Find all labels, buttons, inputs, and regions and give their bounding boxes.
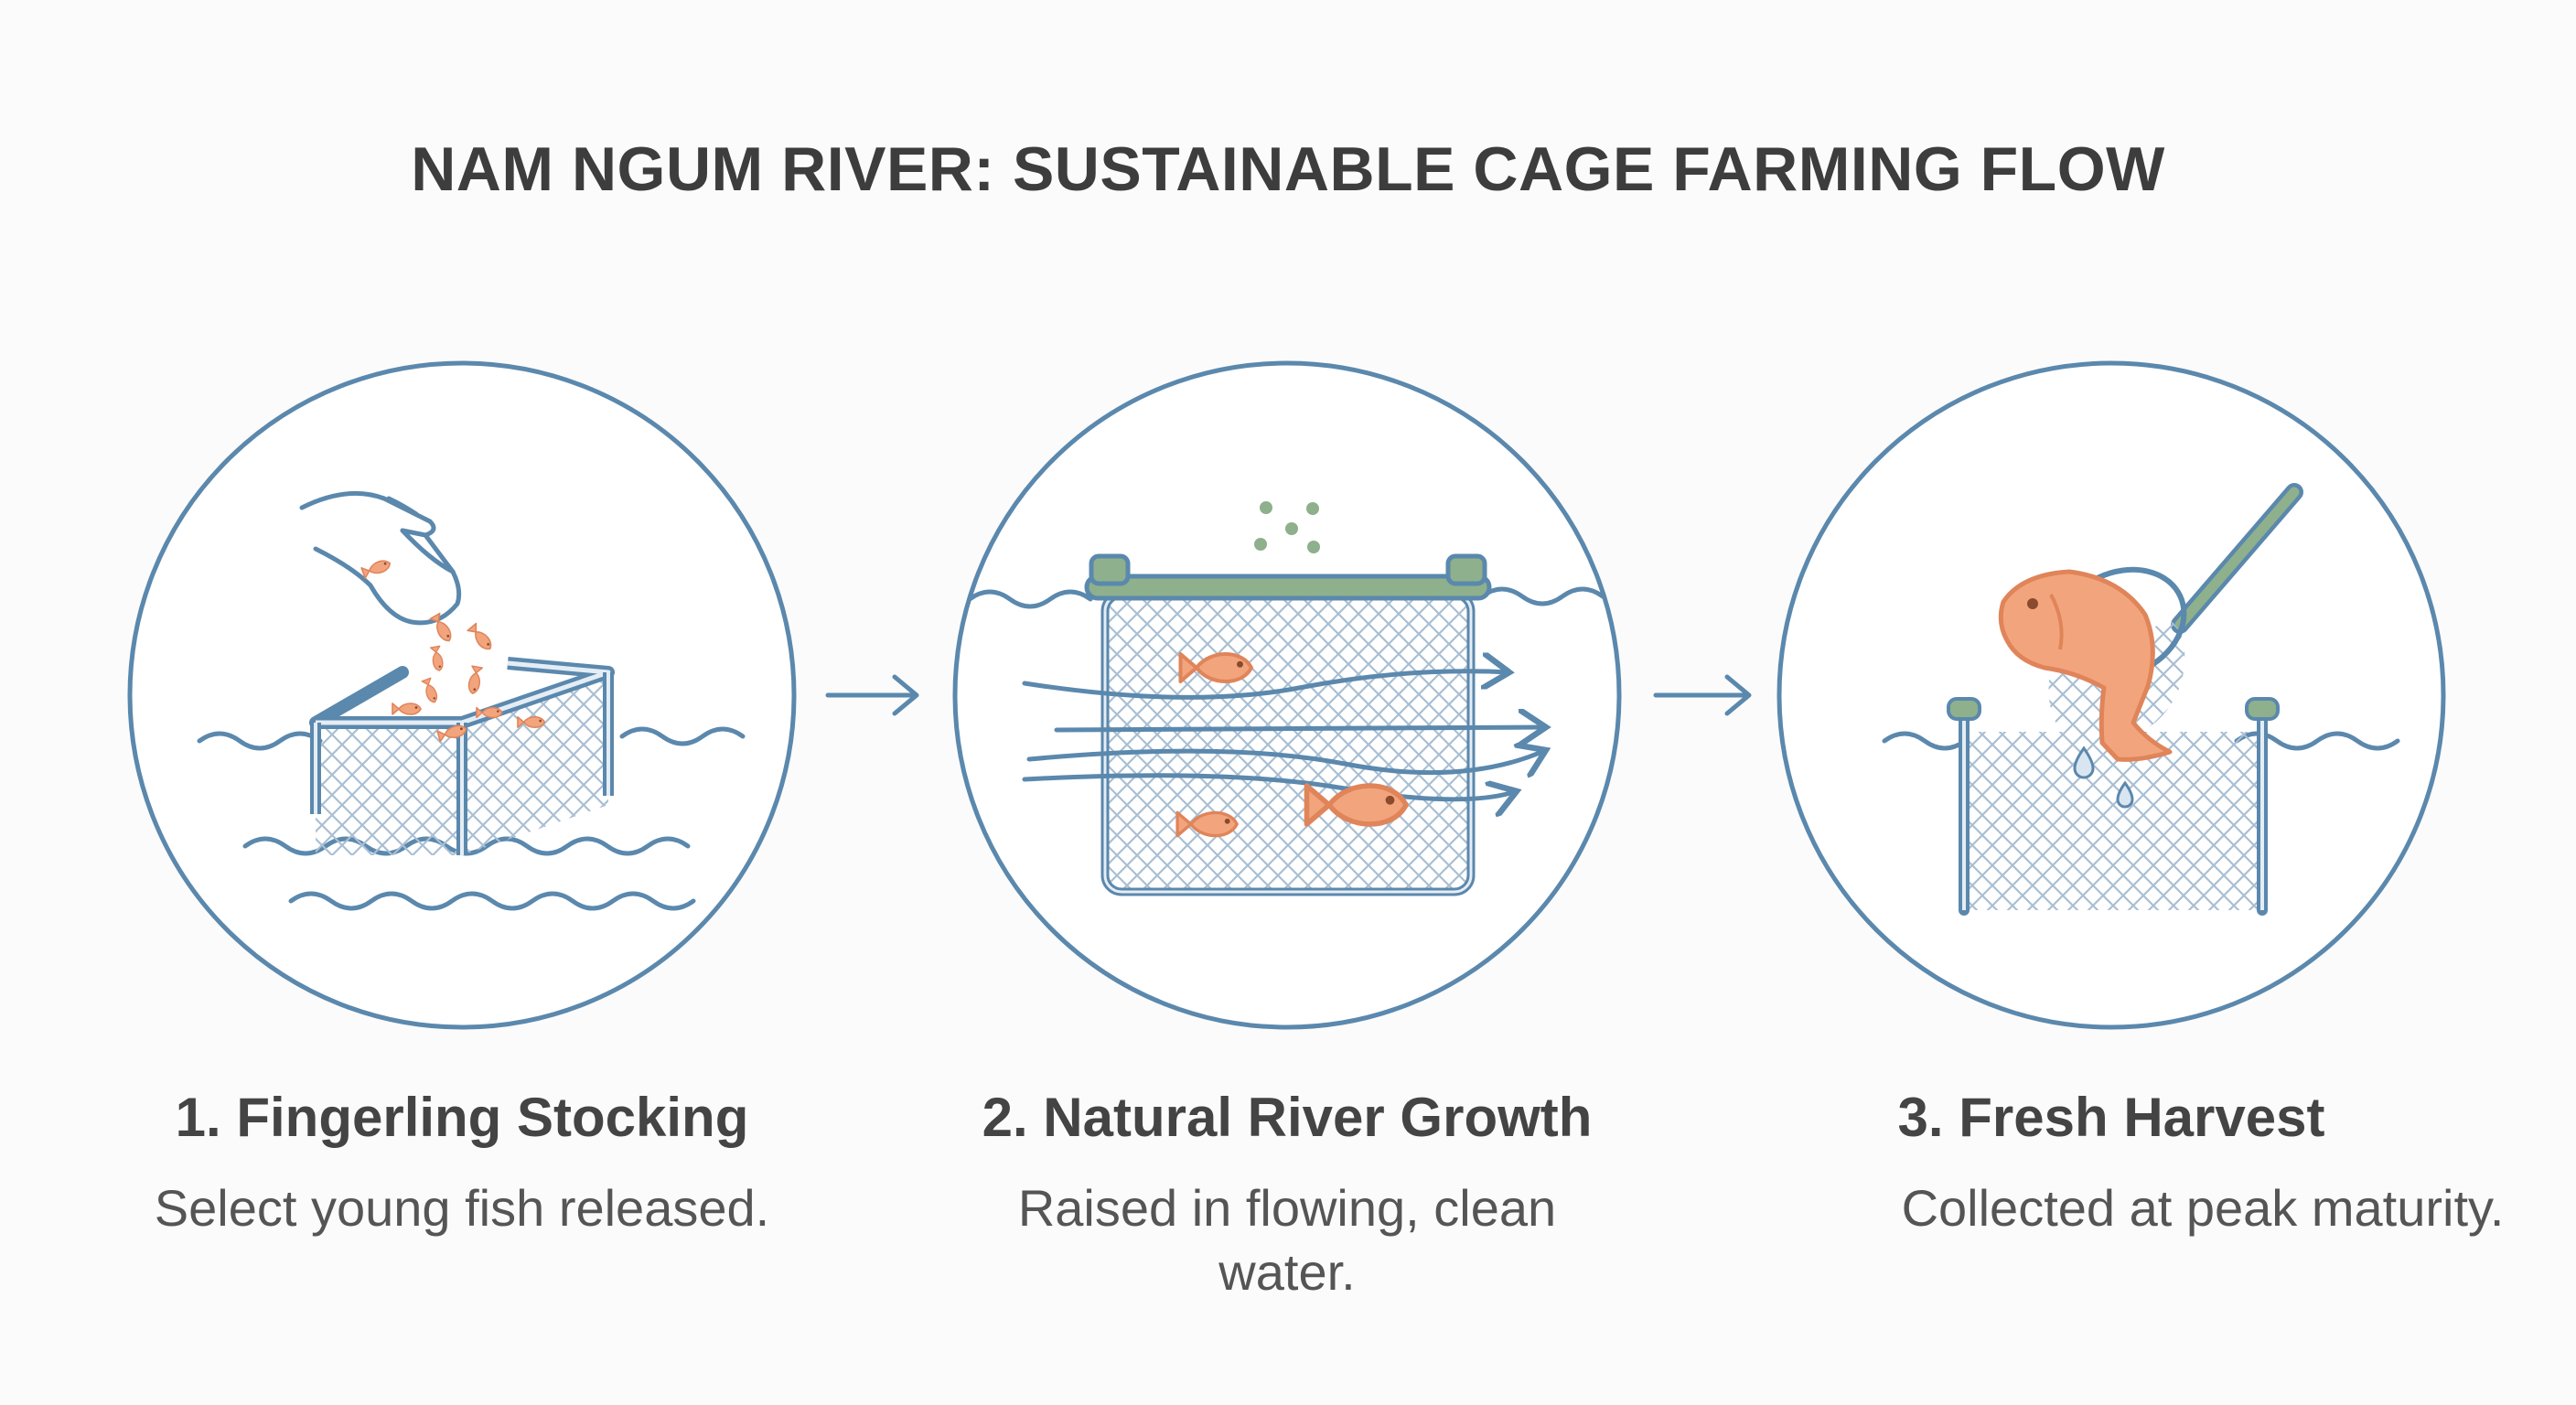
step-1-circle (127, 360, 797, 1030)
surface-waves-icon (967, 586, 1605, 609)
water-flow-arrows-icon (1022, 671, 1546, 799)
page-title: NAM NGUM RIVER: SUSTAINABLE CAGE FARMING… (411, 134, 2165, 204)
step-2-title: 2. Natural River Growth (982, 1087, 1593, 1148)
step-3-illustration (1776, 360, 2446, 1030)
feed-pellets-icon (1254, 501, 1320, 553)
step-2-description: Raised in flowing, clean water. (1017, 1179, 1557, 1301)
step-3-title: 3. Fresh Harvest (1897, 1087, 2325, 1148)
harvest-cage-icon (1947, 697, 2280, 916)
hand-icon (299, 490, 462, 626)
step-1-description: Select young fish released. (154, 1179, 770, 1237)
flow-arrow-2-icon (1653, 674, 1752, 716)
step-1-title: 1. Fingerling Stocking (175, 1087, 749, 1148)
step-1-illustration (127, 360, 797, 1030)
fish-cage-icon (309, 657, 615, 855)
flow-arrow-1-icon (825, 674, 919, 716)
water-drops-icon (2073, 745, 2134, 809)
harvested-fish-icon (1998, 569, 2173, 762)
floating-cage-icon (1084, 553, 1492, 896)
step-2-illustration (952, 360, 1622, 1030)
step-3-description: Collected at peak maturity. (1901, 1179, 2505, 1237)
